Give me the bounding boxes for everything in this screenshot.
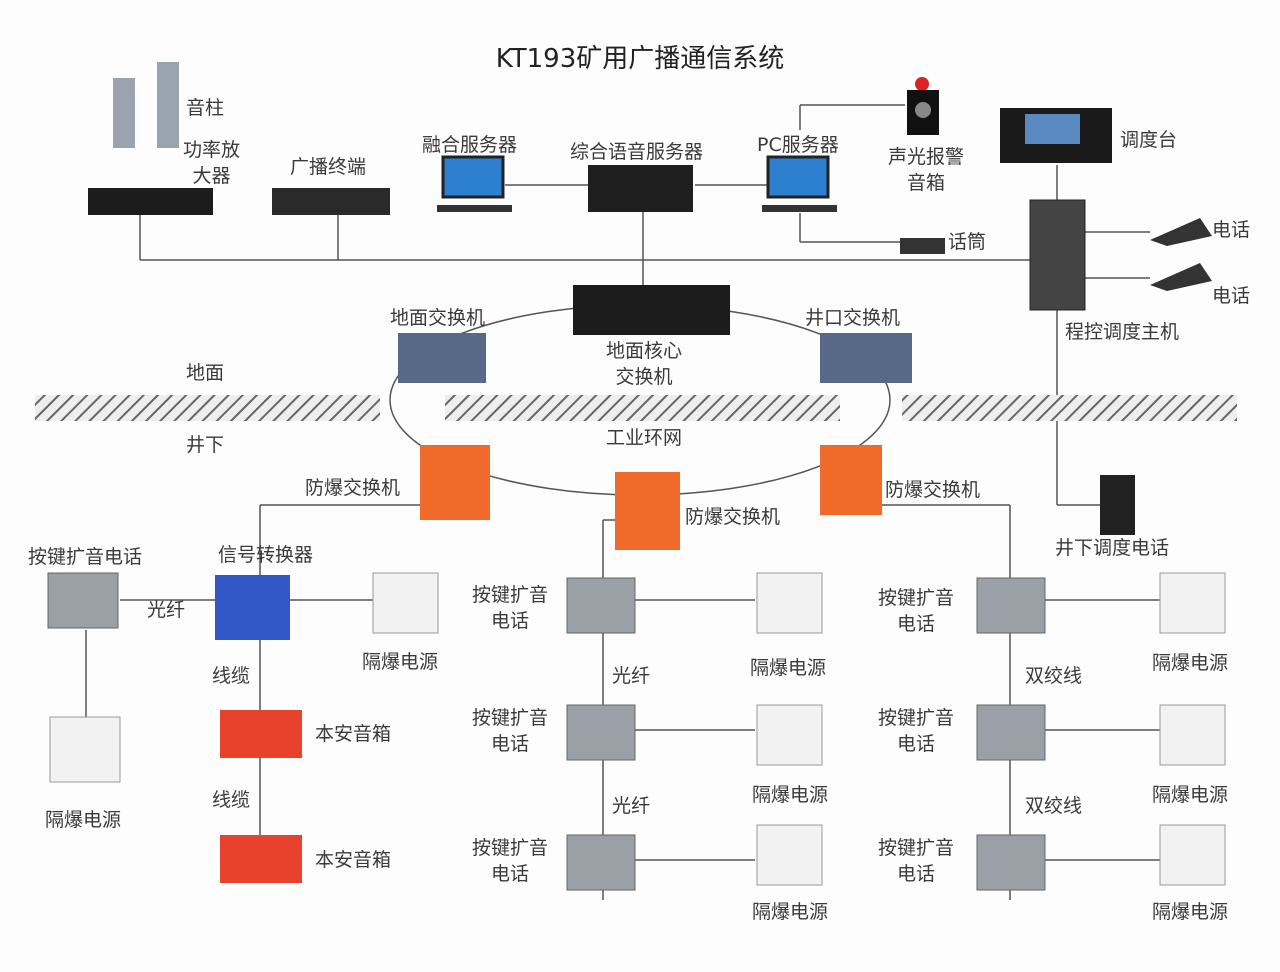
label-fiber: 光纤 bbox=[612, 665, 651, 687]
label-shaft-switch: 井口交换机 bbox=[805, 307, 901, 329]
label-line: 交换机 bbox=[615, 366, 673, 388]
label-safe-speaker: 本安音箱 bbox=[315, 849, 392, 871]
amplifier-icon bbox=[88, 188, 213, 215]
label-ex-power: 隔爆电源 bbox=[362, 651, 439, 673]
ground-layer bbox=[902, 395, 1237, 421]
label-ex-power: 隔爆电源 bbox=[752, 784, 829, 806]
label-mic: 话筒 bbox=[948, 231, 987, 253]
label-line: 电话 bbox=[897, 613, 936, 635]
microphone-icon bbox=[900, 238, 945, 254]
label-key-phone: 按键扩音电话 bbox=[878, 705, 954, 757]
label-line: 按键扩音 bbox=[878, 587, 955, 609]
label-amplifier: 功率放大器 bbox=[183, 137, 240, 189]
label-underground-phone: 井下调度电话 bbox=[1055, 537, 1170, 559]
label-core-switch: 地面核心交换机 bbox=[606, 338, 682, 390]
label-fiber: 光纤 bbox=[147, 599, 186, 621]
voice-server-icon bbox=[588, 165, 693, 212]
label-ground-switch: 地面交换机 bbox=[390, 307, 486, 329]
label-ex-switch: 防爆交换机 bbox=[885, 479, 981, 501]
label-line: 地面核心 bbox=[606, 340, 683, 362]
ground-layer bbox=[445, 395, 840, 421]
explosion-proof-switch-icon bbox=[420, 445, 882, 550]
label-key-phone: 按键扩音电话 bbox=[472, 835, 548, 887]
underground-phone-icon bbox=[1100, 475, 1135, 535]
core-switch-icon bbox=[573, 285, 730, 335]
diagram-title: KT193矿用广播通信系统 bbox=[495, 44, 785, 74]
key-phone-icon bbox=[47, 572, 1046, 891]
label-alarm-speaker: 声光报警音箱 bbox=[888, 144, 964, 196]
label-key-phone: 按键扩音电话 bbox=[28, 546, 143, 568]
label-line: 电话 bbox=[491, 863, 530, 885]
label-line: 电话 bbox=[491, 733, 530, 755]
label-phone: 电话 bbox=[1212, 219, 1251, 241]
label-ring-network: 工业环网 bbox=[606, 427, 683, 449]
console-icon bbox=[1000, 108, 1112, 163]
label-ex-power: 隔爆电源 bbox=[750, 657, 827, 679]
label-ex-switch: 防爆交换机 bbox=[305, 477, 401, 499]
ground-layer bbox=[35, 395, 380, 421]
label-line: 按键扩音 bbox=[472, 707, 549, 729]
alarm-speaker-icon bbox=[907, 77, 939, 135]
label-broadcast-terminal: 广播终端 bbox=[290, 156, 367, 178]
label-twisted-pair: 双绞线 bbox=[1025, 665, 1083, 687]
label-key-phone: 按键扩音电话 bbox=[878, 585, 954, 637]
label-twisted-pair: 双绞线 bbox=[1025, 795, 1083, 817]
ground-switch-icon bbox=[398, 333, 486, 383]
label-key-phone: 按键扩音电话 bbox=[878, 835, 954, 887]
dispatch-host-icon bbox=[1029, 199, 1086, 311]
label-speaker-column: 音柱 bbox=[186, 97, 225, 119]
label-key-phone: 按键扩音电话 bbox=[472, 582, 548, 634]
label-pc-server: PC服务器 bbox=[757, 134, 839, 156]
label-line: 电话 bbox=[897, 863, 936, 885]
label-line: 电话 bbox=[491, 610, 530, 632]
label-surface: 地面 bbox=[186, 362, 225, 384]
telephone-icon bbox=[1150, 218, 1212, 291]
label-ex-power: 隔爆电源 bbox=[1152, 652, 1229, 674]
label-ex-power: 隔爆电源 bbox=[45, 809, 122, 831]
label-line: 电话 bbox=[897, 733, 936, 755]
label-underground: 井下 bbox=[186, 434, 225, 456]
label-voice-server: 综合语音服务器 bbox=[570, 141, 704, 163]
speaker-column-icon bbox=[113, 62, 179, 148]
label-line: 按键扩音 bbox=[878, 707, 955, 729]
computer-icon bbox=[437, 155, 512, 212]
shaft-switch-icon bbox=[820, 333, 912, 383]
safe-speaker-icon bbox=[220, 710, 302, 883]
label-ex-power: 隔爆电源 bbox=[1152, 901, 1229, 923]
label-ex-power: 隔爆电源 bbox=[1152, 784, 1229, 806]
explosion-proof-power-icon bbox=[49, 572, 1226, 886]
label-line: 功率放 bbox=[183, 139, 241, 161]
label-dispatch-host: 程控调度主机 bbox=[1065, 321, 1180, 343]
label-safe-speaker: 本安音箱 bbox=[315, 723, 392, 745]
label-line: 按键扩音 bbox=[878, 837, 955, 859]
label-line: 声光报警 bbox=[888, 146, 965, 168]
label-line: 大器 bbox=[192, 165, 231, 187]
label-converter: 信号转换器 bbox=[218, 544, 314, 566]
signal-converter-icon bbox=[215, 575, 290, 640]
label-ex-power: 隔爆电源 bbox=[752, 901, 829, 923]
label-key-phone: 按键扩音电话 bbox=[472, 705, 548, 757]
label-cable: 线缆 bbox=[212, 789, 251, 811]
label-cable: 线缆 bbox=[212, 665, 251, 687]
label-fusion-server: 融合服务器 bbox=[422, 134, 518, 156]
computer-icon bbox=[762, 155, 837, 212]
label-line: 按键扩音 bbox=[472, 584, 549, 606]
label-ex-switch: 防爆交换机 bbox=[685, 506, 781, 528]
broadcast-terminal-icon bbox=[272, 188, 390, 215]
label-line: 按键扩音 bbox=[472, 837, 549, 859]
label-line: 音箱 bbox=[907, 172, 946, 194]
label-console: 调度台 bbox=[1120, 129, 1178, 151]
label-phone: 电话 bbox=[1212, 285, 1251, 307]
label-fiber: 光纤 bbox=[612, 795, 651, 817]
